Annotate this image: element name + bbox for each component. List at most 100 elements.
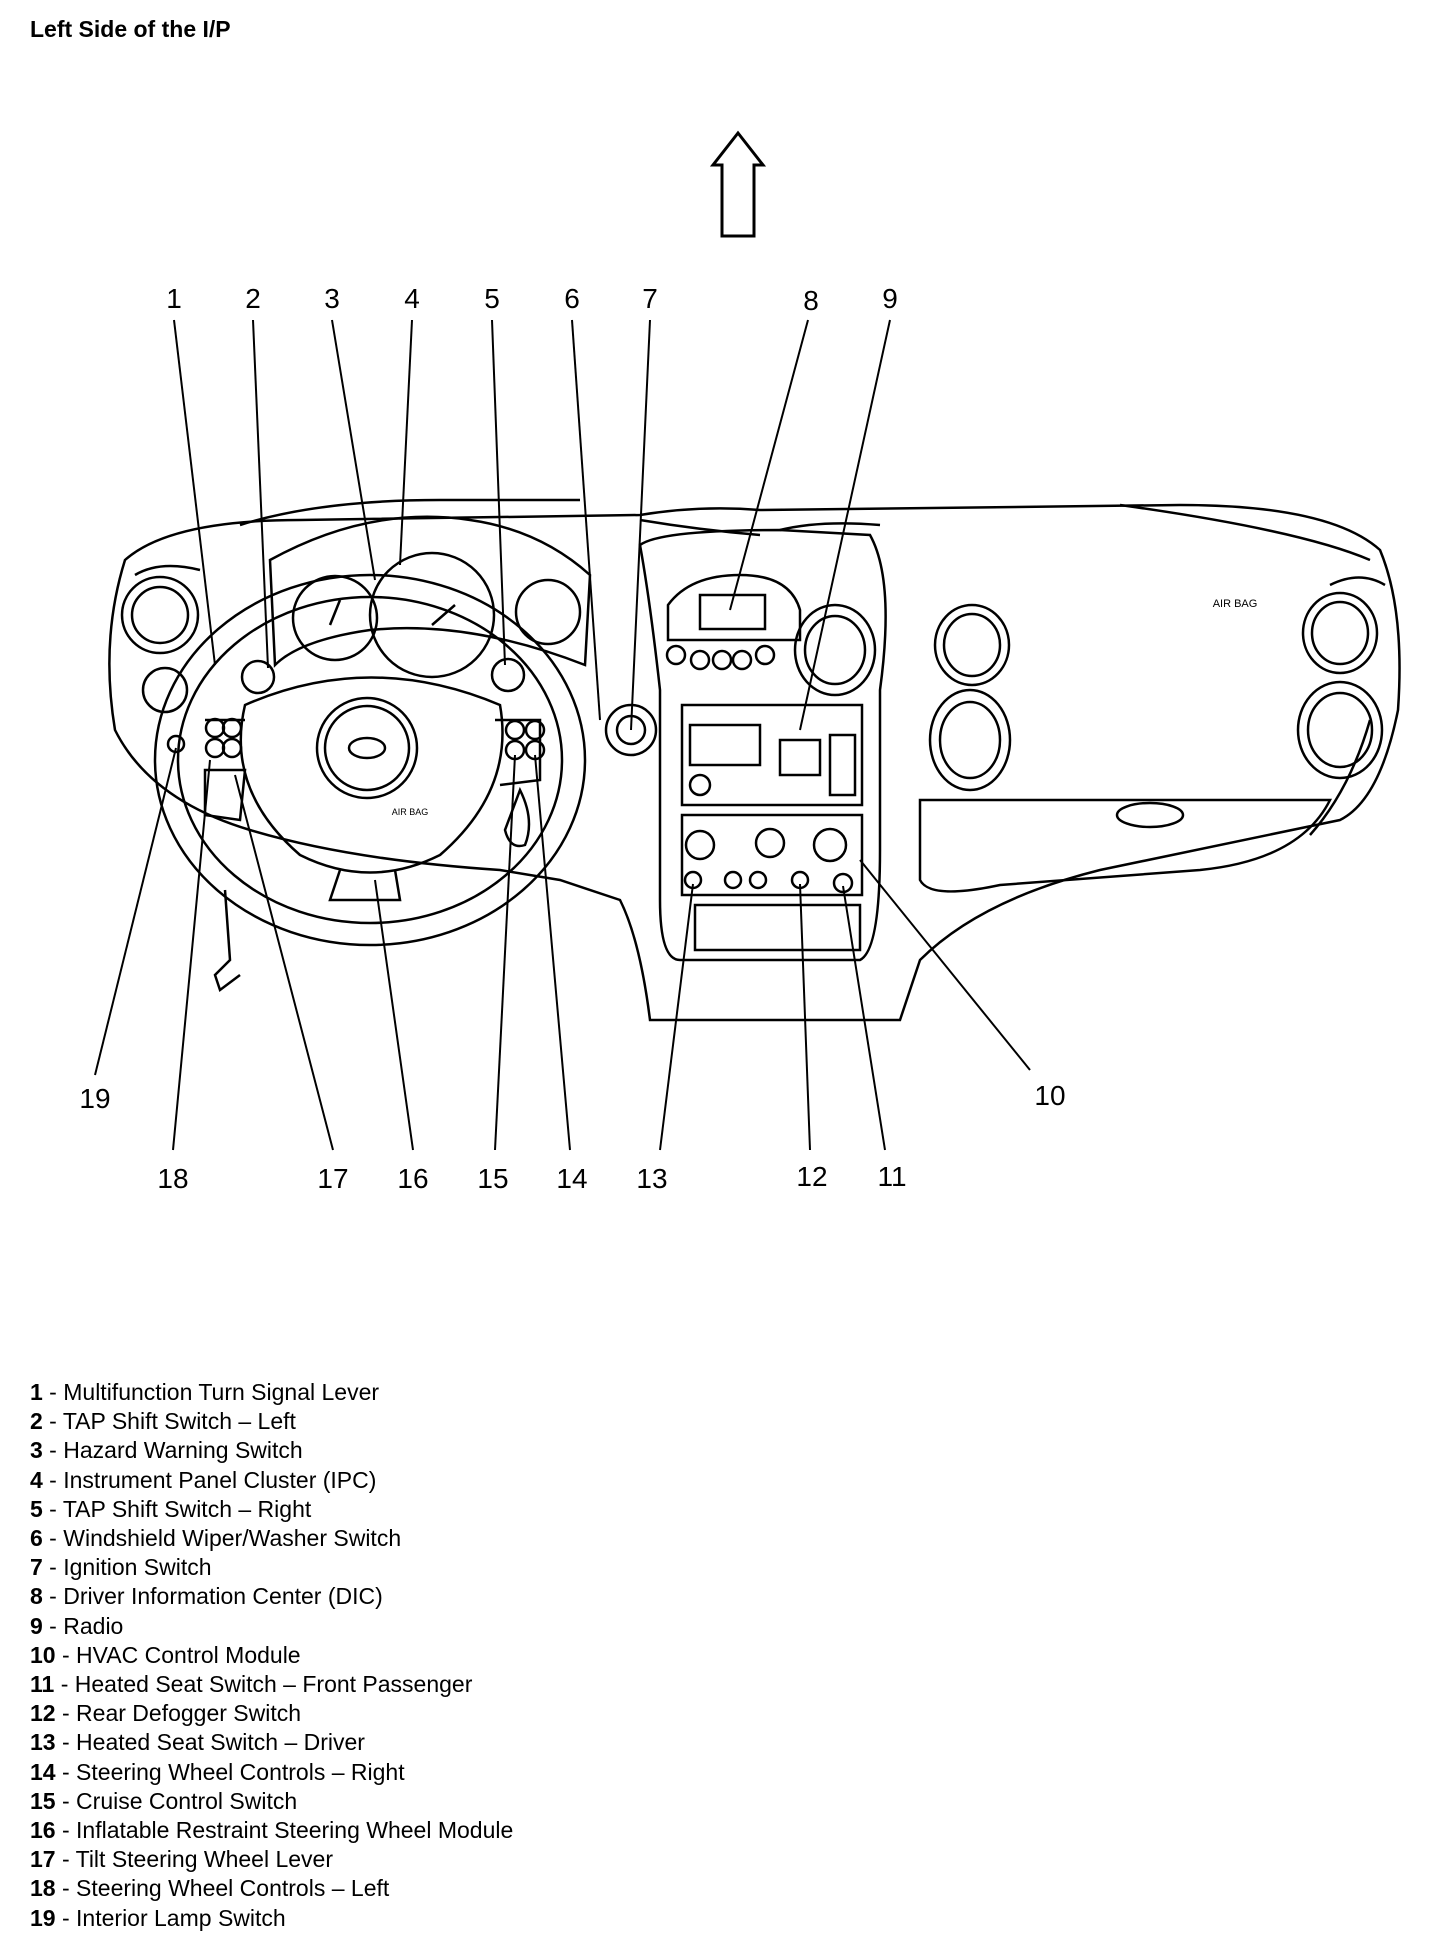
- callout-19: 19: [79, 1083, 110, 1114]
- legend-text: Windshield Wiper/Washer Switch: [63, 1525, 402, 1552]
- callout-13: 13: [636, 1163, 667, 1194]
- callout-17: 17: [317, 1163, 348, 1194]
- hvac-control-module: [680, 813, 864, 897]
- glove-box: [918, 798, 1333, 893]
- legend-text: TAP Shift Switch – Right: [62, 1495, 312, 1522]
- legend-number: 1: [30, 1379, 43, 1405]
- callout-7: 7: [642, 283, 658, 314]
- right-vent-upper: [1301, 591, 1379, 675]
- legend-item: 6 - Windshield Wiper/Washer Switch: [30, 1524, 513, 1553]
- legend-text: Ignition Switch: [63, 1554, 212, 1581]
- legend-separator: -: [42, 1495, 63, 1522]
- dic-display: [698, 593, 767, 631]
- legend-item: 4 - Instrument Panel Cluster (IPC): [30, 1466, 513, 1495]
- legend-item: 14 - Steering Wheel Controls – Right: [30, 1758, 513, 1787]
- callout-4: 4: [404, 283, 420, 314]
- legend-item: 18 - Steering Wheel Controls – Left: [30, 1874, 513, 1903]
- legend-text: Multifunction Turn Signal Lever: [63, 1379, 380, 1405]
- legend-number: 13: [30, 1729, 56, 1756]
- callout-3: 3: [324, 283, 340, 314]
- legend-text: Rear Defogger Switch: [76, 1700, 302, 1727]
- legend-separator: -: [42, 1583, 64, 1610]
- legend-separator: -: [54, 1671, 75, 1698]
- legend-number: 18: [30, 1875, 56, 1902]
- legend-number: 17: [30, 1846, 56, 1873]
- legend-item: 5 - TAP Shift Switch – Right: [30, 1495, 513, 1524]
- legend-separator: -: [42, 1554, 64, 1581]
- legend-text: HVAC Control Module: [76, 1641, 301, 1668]
- legend-number: 6: [30, 1525, 43, 1552]
- legend-item: 19 - Interior Lamp Switch: [30, 1904, 513, 1933]
- legend-separator: -: [42, 1525, 64, 1552]
- legend-item: 11 - Heated Seat Switch – Front Passenge…: [30, 1670, 513, 1699]
- legend-text: Tilt Steering Wheel Lever: [75, 1846, 333, 1873]
- legend-separator: -: [55, 1641, 77, 1668]
- tap-shift-right: [490, 657, 526, 693]
- page-title: Left Side of the I/P: [30, 16, 231, 42]
- callout-10: 10: [1034, 1080, 1065, 1111]
- legend-item: 10 - HVAC Control Module: [30, 1641, 513, 1670]
- legend-number: 5: [30, 1495, 43, 1522]
- legend-item: 7 - Ignition Switch: [30, 1553, 513, 1582]
- ignition-switch: [604, 703, 658, 757]
- legend-item: 12 - Rear Defogger Switch: [30, 1699, 513, 1728]
- steering-wheel: [153, 573, 587, 993]
- legend-separator: -: [55, 1787, 77, 1814]
- legend-separator: -: [42, 1408, 63, 1435]
- left-vent-upper: [120, 575, 200, 655]
- legend-text: Radio: [63, 1612, 124, 1639]
- callout-12: 12: [796, 1161, 827, 1192]
- legend-item: 9 - Radio: [30, 1612, 513, 1641]
- dashboard-outline: [108, 503, 1401, 1022]
- aux-gauge: [514, 578, 582, 646]
- steering-emblem: [315, 696, 419, 800]
- legend-number: 15: [30, 1787, 56, 1814]
- center-vent-right: [933, 603, 1011, 687]
- radio: [680, 703, 864, 807]
- callout-15: 15: [477, 1163, 508, 1194]
- legend-item: 17 - Tilt Steering Wheel Lever: [30, 1845, 513, 1874]
- legend-number: 16: [30, 1817, 56, 1844]
- legend-separator: -: [55, 1729, 77, 1756]
- callout-9: 9: [882, 283, 898, 314]
- legend-text: Steering Wheel Controls – Right: [76, 1758, 405, 1785]
- leader-lines: [94, 319, 1031, 1151]
- legend-separator: -: [42, 1612, 64, 1639]
- legend-text: Interior Lamp Switch: [76, 1904, 286, 1931]
- legend-number: 12: [30, 1700, 56, 1727]
- legend-number: 3: [30, 1437, 43, 1464]
- legend-text: Instrument Panel Cluster (IPC): [63, 1466, 377, 1493]
- legend-number: 4: [30, 1466, 43, 1493]
- forward-arrow-icon: [709, 130, 767, 238]
- legend-text: Steering Wheel Controls – Left: [76, 1875, 390, 1902]
- legend-text: Driver Information Center (DIC): [63, 1583, 383, 1610]
- legend-separator: -: [55, 1758, 77, 1785]
- legend-separator: -: [55, 1817, 77, 1844]
- legend-separator: -: [42, 1466, 64, 1493]
- legend-item: 3 - Hazard Warning Switch: [30, 1436, 513, 1465]
- legend-number: 11: [30, 1671, 55, 1698]
- legend-item: 15 - Cruise Control Switch: [30, 1787, 513, 1816]
- tachometer: [291, 574, 379, 662]
- right-vent-lower: [1296, 680, 1384, 780]
- callout-16: 16: [397, 1163, 428, 1194]
- callout-6: 6: [564, 283, 580, 314]
- legend-separator: -: [55, 1700, 77, 1727]
- callout-14: 14: [556, 1163, 587, 1194]
- glove-box-handle: [1115, 801, 1185, 829]
- legend-item: 8 - Driver Information Center (DIC): [30, 1582, 513, 1611]
- callout-numbers: 1 2 3 4 5 6 7 8 9 10 11 12 13 14 15 16 1…: [79, 283, 1065, 1194]
- legend-number: 9: [30, 1612, 43, 1639]
- callout-18: 18: [157, 1163, 188, 1194]
- driver-airbag-label: AIR BAG: [392, 807, 429, 817]
- callout-2: 2: [245, 283, 261, 314]
- legend-separator: -: [55, 1904, 77, 1931]
- legend-separator: -: [55, 1846, 76, 1873]
- left-vent-lower: [141, 666, 189, 714]
- legend-number: 7: [30, 1554, 43, 1581]
- legend-text: Inflatable Restraint Steering Wheel Modu…: [76, 1817, 514, 1844]
- legend-number: 2: [30, 1408, 43, 1435]
- legend-item: 2 - TAP Shift Switch – Left: [30, 1407, 513, 1436]
- center-stack: [638, 528, 887, 962]
- legend-text: Heated Seat Switch – Driver: [76, 1729, 365, 1756]
